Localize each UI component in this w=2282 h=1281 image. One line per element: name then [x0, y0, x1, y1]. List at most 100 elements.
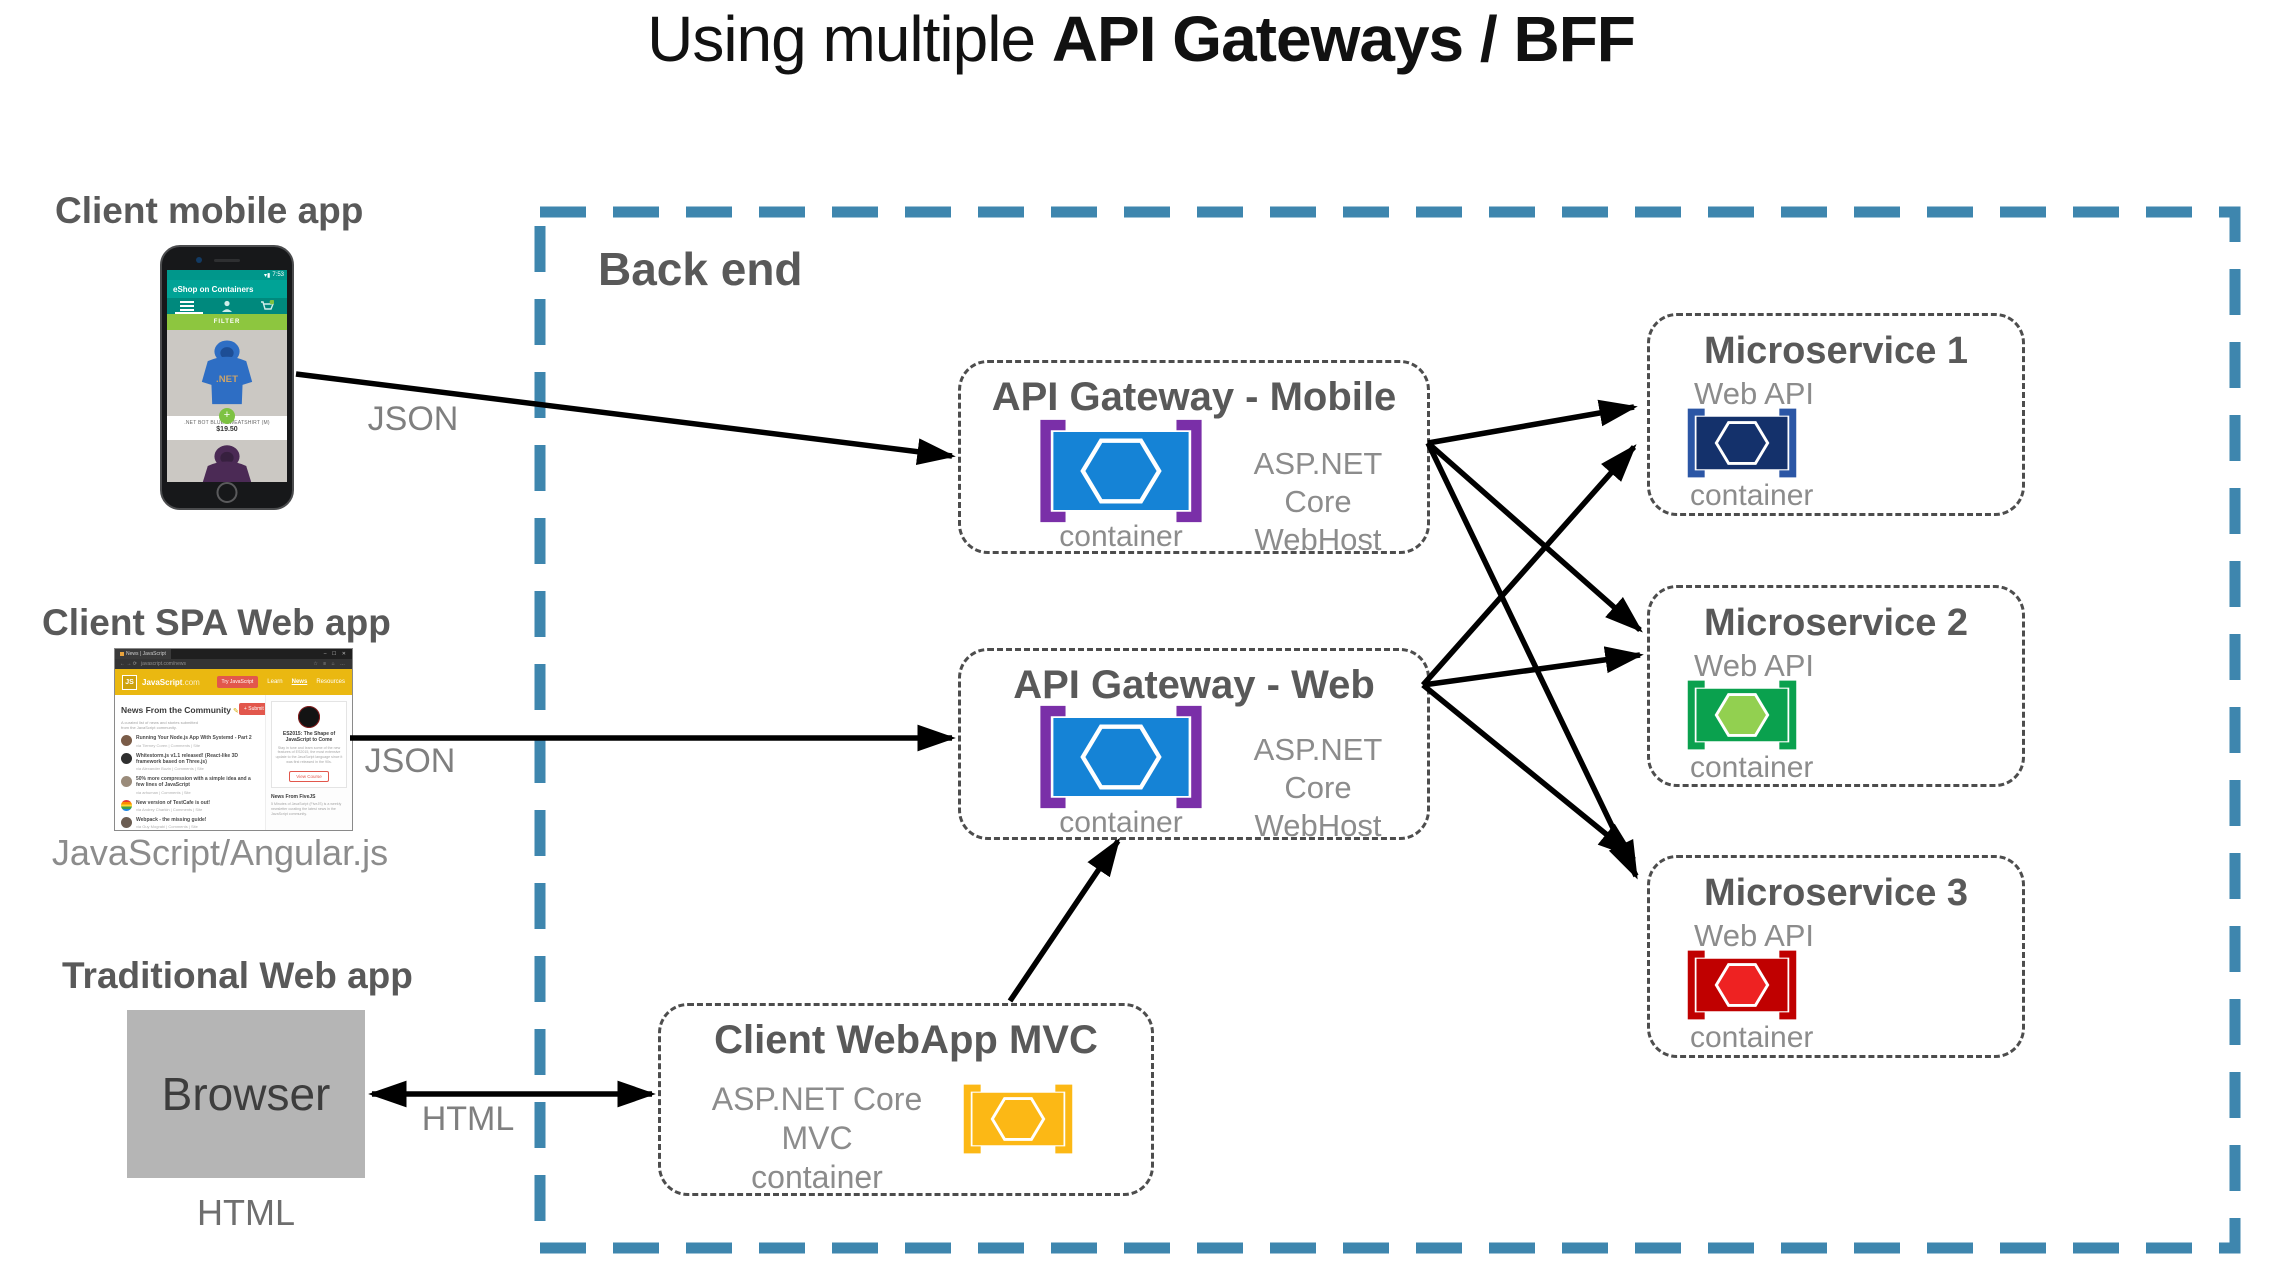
story-avatar	[121, 799, 132, 811]
client-webapp-mvc-node: Client WebApp MVC ASP.NET Core MVC conta…	[658, 1003, 1154, 1196]
story-row: New version of TestCafe is out! via Andr…	[121, 799, 259, 812]
phone-camera-icon	[196, 257, 202, 263]
hamburger-icon	[180, 301, 195, 311]
api-gateway-web-node: API Gateway - Web container ASP.NET Core…	[958, 648, 1430, 843]
spa-tech-label: JavaScript/Angular.js	[51, 832, 389, 873]
story-row: Running Your Node.js App With Systemd - …	[121, 735, 259, 748]
tech-line: ASP.NET Core MVC	[711, 1081, 923, 1157]
blue-hoodie-image: .NET	[201, 340, 253, 405]
tech-line: ASP.NET Core	[1253, 732, 1383, 805]
browser-node: Browser	[127, 1010, 365, 1178]
story-meta: via Andrey Charkin | Comments | Site	[136, 806, 203, 812]
phone-status-bar: ▾▮ 7:53	[167, 270, 287, 280]
home-button	[216, 482, 238, 503]
filter-button: FILTER	[167, 314, 287, 330]
story-row: Whitestorm.js v1.1 released! (React-like…	[121, 752, 259, 772]
container-label: container	[1059, 806, 1183, 839]
microservice-1-subtitle: Web API	[1694, 376, 1815, 411]
toolbar-icons: ☆ ≡ ⌂ …	[313, 661, 347, 667]
traditional-tech-label: HTML	[197, 1192, 295, 1233]
nav-resources: Resources	[316, 679, 345, 685]
microservice-1-title: Microservice 1	[1703, 330, 1969, 372]
phone-screen: ▾▮ 7:53 eShop on Containers FILTER	[167, 270, 287, 482]
html-label: HTML	[421, 1100, 515, 1138]
arrow-gwmobile-to-ms2	[1426, 440, 1643, 633]
traditional-web-app-label: Traditional Web app	[62, 955, 413, 996]
microservice-3-subtitle: Web API	[1694, 918, 1815, 953]
container-icon	[957, 1084, 1079, 1154]
svg-text:.NET: .NET	[216, 374, 238, 385]
container-icon	[1031, 419, 1211, 523]
site-header: JS JavaScript.com Try JavaScript Learn N…	[115, 669, 352, 695]
story-meta: via arhuman | Comments | Site	[136, 789, 191, 795]
container-label: container	[1690, 1021, 1814, 1054]
container-icon	[1680, 950, 1804, 1020]
product-photo: .NET +	[167, 330, 287, 424]
story-row: 50% more compression with a simple idea …	[121, 776, 259, 795]
nav-news: News	[291, 679, 308, 685]
mobile-phone: ▾▮ 7:53 eShop on Containers FILTER	[160, 245, 294, 510]
nav-arrows-icon: ← → ⟳	[120, 661, 137, 667]
container-label: container	[1059, 520, 1183, 553]
microservice-2-node: Microservice 2 Web API container	[1647, 585, 2025, 787]
container-icon	[1680, 680, 1804, 750]
story-title: 50% more compression with a simple idea …	[136, 776, 251, 789]
container-icon	[1031, 705, 1211, 809]
microservice-1-node: Microservice 1 Web API container	[1647, 313, 2025, 516]
add-to-cart-icon: +	[219, 408, 235, 424]
api-gateway-web-title: API Gateway - Web	[1013, 663, 1375, 707]
profile-icon	[221, 300, 232, 312]
story-meta: via Alexander Buzin | Comments | Site	[136, 766, 204, 772]
container-label: container	[1690, 479, 1814, 512]
sidebar-column: ES2015: The Shape of JavaScript to Come …	[265, 695, 352, 830]
story-avatar	[121, 752, 132, 764]
view-course-button: View Course	[289, 770, 329, 782]
client-spa-web-app-label: Client SPA Web app	[42, 602, 391, 643]
client-mobile-app-label: Client mobile app	[55, 190, 364, 231]
arrow-gwweb-to-ms1	[1420, 444, 1637, 687]
tech-line: WebHost	[1254, 807, 1382, 843]
tech-line: container	[751, 1159, 883, 1196]
eshop-nav-bar	[167, 298, 287, 314]
story-title: Running Your Node.js App With Systemd - …	[136, 735, 252, 742]
story-row: Webpack - the missing guide! via Guy Mog…	[121, 816, 259, 829]
title-bold: API Gateways / BFF	[1051, 3, 1636, 75]
nav-active-indicator	[175, 312, 203, 314]
address-bar: javascript.com/news	[140, 661, 186, 667]
arrow-gwweb-to-ms2	[1422, 646, 1644, 688]
status-icons: ▾▮	[263, 272, 271, 279]
microservice-3-node: Microservice 3 Web API container	[1647, 855, 2025, 1058]
news-subheading: A curated list of news and stories submi…	[121, 720, 198, 731]
story-title: Whitestorm.js v1.1 released! (React-like…	[136, 752, 238, 765]
arrow-mvc-to-gateway-web	[1007, 837, 1121, 1003]
news-column: News From the Community✎ A curated list …	[115, 695, 282, 830]
tech-line: ASP.NET Core	[1253, 446, 1383, 519]
container-label: container	[1690, 751, 1814, 784]
course-title: ES2015: The Shape of JavaScript to Come	[282, 731, 336, 744]
container-icon	[1680, 408, 1804, 478]
window-controls: – ☐ ✕	[323, 651, 348, 657]
story-avatar	[121, 776, 132, 788]
story-avatar	[121, 735, 132, 747]
site-brand: JavaScript.com	[142, 678, 200, 687]
purple-hoodie-image	[202, 445, 252, 482]
tech-line: WebHost	[1254, 521, 1382, 557]
product-price: $19.50	[216, 426, 238, 433]
api-gateway-mobile-title: API Gateway - Mobile	[991, 375, 1397, 419]
news-heading: News From the Community	[121, 705, 232, 715]
next-product-photo	[167, 440, 287, 482]
arrow-gwmobile-to-ms1	[1427, 399, 1638, 446]
js-logo: JS	[122, 674, 137, 690]
client-webapp-mvc-title: Client WebApp MVC	[714, 1018, 1098, 1062]
json-label-mobile: JSON	[367, 400, 459, 438]
browser-node-label: Browser	[161, 1068, 331, 1120]
microservice-2-title: Microservice 2	[1703, 602, 1969, 644]
favicon	[120, 652, 124, 656]
phone-speaker	[214, 259, 240, 262]
arrow-gwweb-to-ms3	[1421, 682, 1636, 859]
mvc-tech: ASP.NET Core MVC container	[679, 1080, 955, 1197]
brand-suffix: .com	[182, 677, 200, 687]
story-title: Webpack - the missing guide!	[136, 816, 207, 823]
eshop-app-title: eShop on Containers	[167, 280, 287, 298]
